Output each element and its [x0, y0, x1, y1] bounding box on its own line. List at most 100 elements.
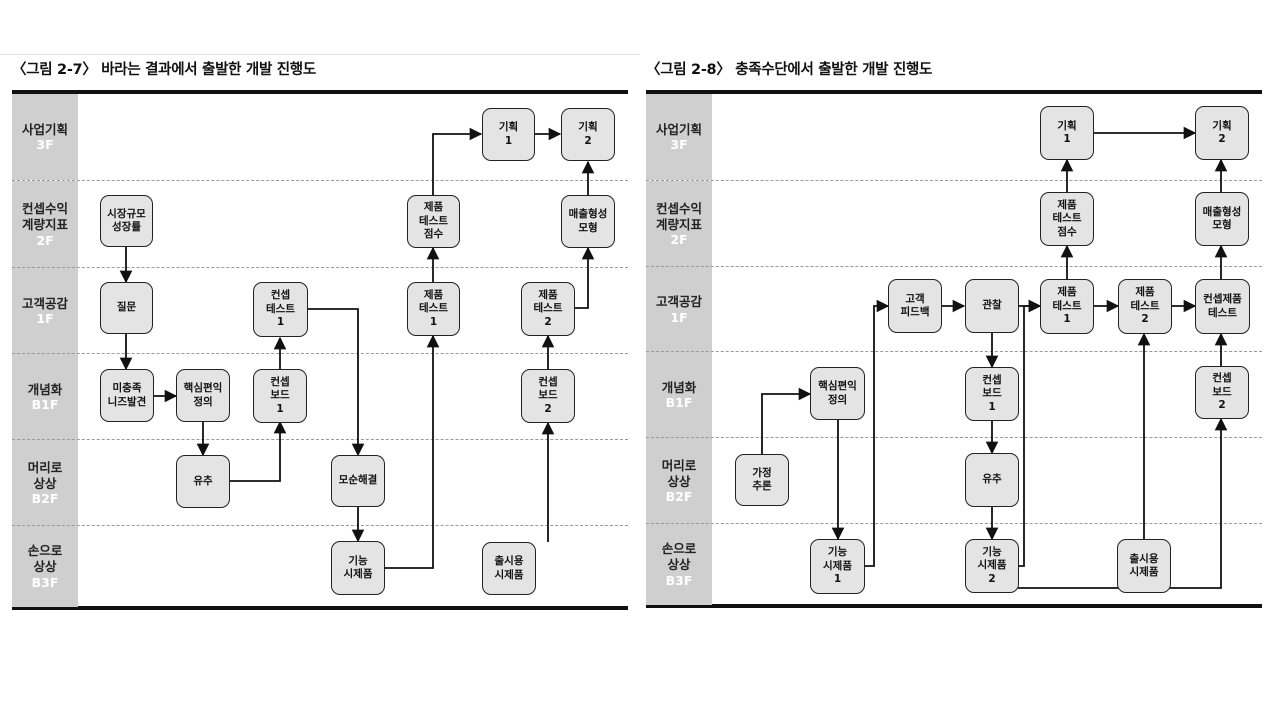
node-product-test-1: 제품 테스트 1: [1040, 279, 1094, 334]
lane-1f: 고객공감 1F: [646, 266, 1262, 352]
node-hypothesis: 가정 추론: [735, 454, 789, 506]
lane-header: 사업기획 3F: [12, 94, 78, 180]
diagram-left: 〈그림 2-7〉 바라는 결과에서 출발한 개발 진행도 사업기획 3F 컨셉수…: [12, 58, 628, 618]
node-function-prototype-2: 기능 시제품 2: [965, 539, 1019, 593]
swimlane-frame: 사업기획 3F 컨셉수익 계량지표 2F 고객공감 1F 개념화 B: [12, 90, 628, 610]
lane-floor: 3F: [36, 137, 54, 153]
node-label: 컨셉제품 테스트: [1203, 293, 1242, 319]
node-label: 모순해결: [338, 474, 378, 487]
arrow-func-to-ptest1: [384, 334, 440, 569]
node-function-prototype: 기능 시제품: [331, 541, 385, 595]
arrow-func1-to-feedback: [865, 299, 890, 567]
node-revenue-model: 매출형성 모형: [561, 195, 615, 248]
node-label: 컨셉 보드 1: [270, 375, 290, 415]
arrow-hypo-to-core: [761, 387, 812, 454]
node-observation: 관찰: [965, 279, 1019, 333]
node-concept-board-1: 컨셉 보드 1: [253, 369, 307, 423]
lane-floor: 2F: [36, 232, 54, 248]
node-label: 유추: [193, 474, 213, 487]
lane-floor: B3F: [665, 572, 693, 588]
lane-floor: B3F: [31, 574, 59, 590]
lane-name: 개념화: [27, 381, 63, 397]
lane-name: 사업기획: [655, 121, 702, 137]
node-launch-prototype: 출시용 시제품: [482, 542, 536, 595]
lane-name: 사업기획: [21, 121, 68, 137]
node-product-test-score: 제품 테스트 점수: [1040, 192, 1094, 246]
node-label: 가정 추론: [752, 466, 772, 492]
node-revenue-model: 매출형성 모형: [1195, 192, 1249, 246]
node-label: 시장규모 성장률: [107, 207, 146, 233]
node-label: 제품 테스트 2: [1130, 286, 1160, 326]
node-core-benefit: 핵심편익 정의: [810, 367, 865, 420]
lane-b3f: 손으로 상상 B3F: [12, 525, 628, 607]
node-label: 기능 시제품: [343, 554, 373, 580]
node-label: 제품 테스트 1: [1052, 286, 1082, 326]
node-label: 기획 1: [1057, 119, 1077, 145]
lane-header: 개념화 B1F: [12, 354, 78, 440]
arrow-ctest1-to-resolve: [308, 308, 365, 457]
node-label: 출시용 시제품: [1129, 552, 1159, 578]
lane-header: 손으로 상상 B3F: [12, 526, 78, 607]
lane-floor: B1F: [665, 395, 693, 411]
lane-b1f: 개념화 B1F: [12, 353, 628, 440]
lane-name: 개념화: [661, 379, 697, 395]
node-plan-2: 기획 2: [561, 108, 615, 161]
lane-floor: B1F: [31, 397, 59, 413]
lane-name: 컨셉수익 계량지표: [655, 200, 702, 232]
node-label: 고객 피드백: [900, 292, 930, 318]
lane-b1f: 개념화 B1F: [646, 351, 1262, 438]
node-label: 질문: [116, 301, 137, 314]
node-label: 매출형성 모형: [568, 208, 608, 234]
node-product-test-1: 제품 테스트 1: [407, 282, 460, 336]
lane-header: 고객공감 1F: [646, 267, 712, 352]
lane-header: 컨셉수익 계량지표 2F: [646, 181, 712, 267]
node-concept-test-1: 컨셉 테스트 1: [253, 282, 308, 337]
lane-floor: 1F: [670, 309, 688, 325]
node-function-prototype-1: 기능 시제품 1: [810, 539, 865, 594]
node-label: 핵심편익 정의: [183, 382, 223, 408]
node-label: 기획 2: [578, 121, 598, 147]
node-label: 컨셉 보드 1: [982, 373, 1002, 413]
node-concept-product-test: 컨셉제품 테스트: [1195, 279, 1250, 334]
arrow-analogy-to-cboard1: [230, 420, 287, 482]
lane-2f: 컨셉수익 계량지표 2F: [12, 180, 628, 268]
node-core-benefit: 핵심편익 정의: [176, 369, 230, 422]
node-product-test-score: 제품 테스트 점수: [407, 195, 460, 248]
node-label: 미충족 니즈발견: [107, 382, 147, 408]
node-label: 제품 테스트 1: [419, 288, 448, 328]
node-product-test-2: 제품 테스트 2: [1118, 279, 1172, 334]
lane-floor: B2F: [31, 491, 59, 507]
diagram-title: 〈그림 2-7〉 바라는 결과에서 출발한 개발 진행도: [12, 62, 316, 78]
lane-b2f: 머리로 상상 B2F: [646, 437, 1262, 524]
diagram-right: 〈그림 2-8〉 충족수단에서 출발한 개발 진행도 사업기획 3F 컨셉수익 …: [646, 58, 1262, 618]
lane-header: 컨셉수익 계량지표 2F: [12, 181, 78, 268]
lane-b2f: 머리로 상상 B2F: [12, 439, 628, 526]
lane-header: 머리로 상상 B2F: [646, 438, 712, 524]
node-label: 핵심편익 정의: [818, 380, 857, 406]
lane-name: 고객공감: [21, 295, 68, 311]
node-label: 컨셉 보드 2: [1212, 372, 1232, 412]
lane-name: 컨셉수익 계량지표: [21, 201, 68, 232]
node-plan-1: 기획 1: [1040, 106, 1094, 160]
node-label: 기능 시제품 2: [977, 545, 1007, 585]
lane-header: 사업기획 3F: [646, 94, 712, 180]
arrow-func2-to-ptest1: [1019, 299, 1042, 567]
node-product-test-2: 제품 테스트 2: [521, 282, 575, 336]
lane-b3f: 손으로 상상 B3F: [646, 523, 1262, 605]
lane-floor: 1F: [36, 311, 54, 327]
lane-header: 고객공감 1F: [12, 268, 78, 354]
top-divider: [0, 54, 640, 55]
node-market-size: 시장규모 성장률: [100, 195, 153, 247]
node-label: 제품 테스트 점수: [1052, 198, 1082, 238]
node-contradiction-resolve: 모순해결: [331, 455, 385, 507]
node-analogy: 유추: [176, 455, 230, 508]
connector-layer: [119, 127, 595, 569]
node-plan-1: 기획 1: [482, 108, 535, 161]
node-label: 컨셉 테스트 1: [266, 289, 295, 329]
lane-2f: 컨셉수익 계량지표 2F: [646, 180, 1262, 267]
node-concept-board-2: 컨셉 보드 2: [521, 369, 575, 423]
node-label: 관찰: [982, 299, 1002, 312]
node-concept-board-2: 컨셉 보드 2: [1195, 366, 1249, 419]
lane-3f: 사업기획 3F: [12, 94, 628, 180]
node-label: 기능 시제품 1: [823, 546, 852, 586]
